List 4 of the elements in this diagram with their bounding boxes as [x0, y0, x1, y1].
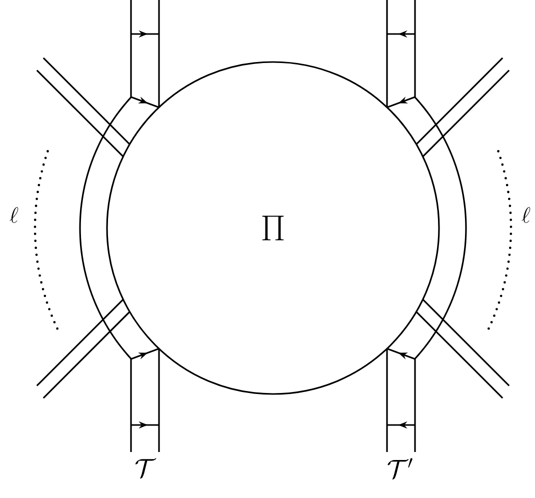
loop-label: $\ell$ — [10, 207, 18, 223]
boundary-label: $\mathcal{T}'$ — [388, 458, 412, 480]
boundary-label: $\mathcal{T}$ — [136, 458, 156, 479]
loop-label: $\ell$ — [522, 207, 530, 223]
